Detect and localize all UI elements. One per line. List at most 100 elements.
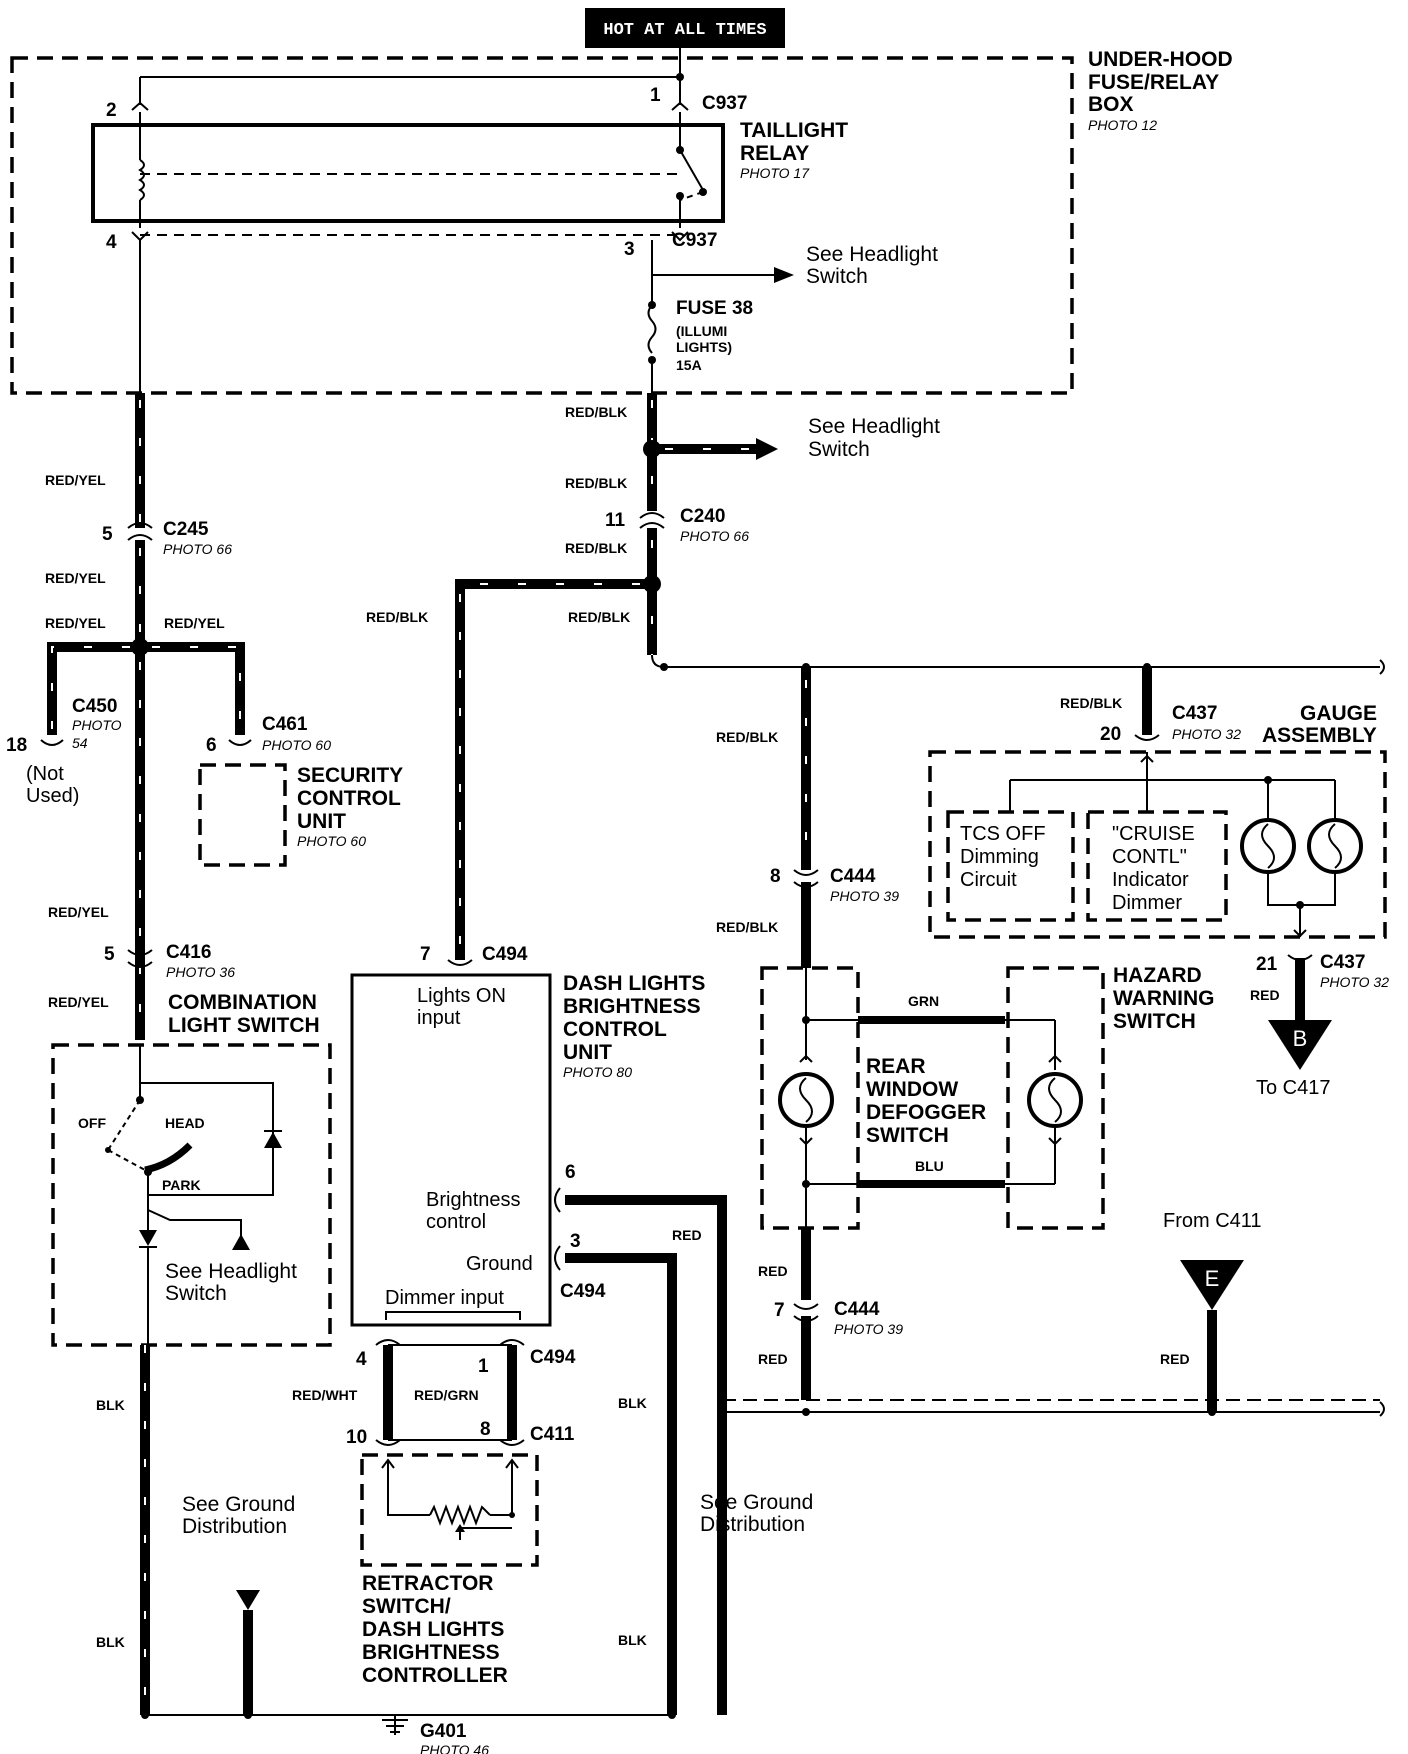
c411-label: C411	[530, 1424, 575, 1445]
wire-label-blk-4: BLK	[618, 1632, 647, 1648]
dash-lights-feed-stripe	[459, 583, 640, 960]
c416-photo: PHOTO 36	[166, 964, 235, 980]
ground-bus-dot-1	[141, 1711, 149, 1719]
c494-bottom-label: C494	[530, 1347, 576, 1368]
c937-pin-2-symbol	[131, 101, 149, 111]
retractor-label-2: SWITCH/	[362, 1595, 451, 1618]
wire-label-red-1: RED	[672, 1227, 702, 1243]
underhood-title-2: FUSE/RELAY	[1088, 71, 1219, 94]
fuse-38-label: FUSE 38	[676, 298, 753, 319]
wire-label-blu: BLU	[915, 1158, 944, 1174]
c444-bottom-label: C444	[834, 1299, 880, 1320]
defogger-label-4: SWITCH	[866, 1124, 949, 1147]
wire-label-blk-3: BLK	[618, 1395, 647, 1411]
pin-1-label: 1	[650, 85, 661, 106]
red-bus-dot-left	[718, 1408, 726, 1416]
red-blk-bus-end-dot	[660, 663, 668, 671]
g401-label: G401	[420, 1721, 467, 1742]
wire-label-red-blk-7: RED/BLK	[716, 919, 778, 935]
retractor-wiper-arrow	[455, 1524, 465, 1532]
retractor-arrow-left	[381, 1458, 395, 1469]
c444-top-label: C444	[830, 866, 876, 887]
wire-label-blk-2: BLK	[96, 1634, 125, 1650]
wire-label-red-yel-6: RED/YEL	[48, 994, 109, 1010]
ground-dist-label-right-2: Distribution	[700, 1513, 805, 1536]
combo-switch-blade	[107, 1099, 141, 1151]
retractor-circuit-left	[387, 1460, 430, 1516]
dash-lights-label-2: BRIGHTNESS	[563, 995, 701, 1018]
see-hl-label-2: Switch	[808, 438, 870, 461]
taillight-relay-label-1: TAILLIGHT	[740, 119, 848, 142]
c450-branch-stripe	[51, 646, 130, 735]
combo-see-headlight-1: See Headlight	[165, 1260, 297, 1283]
ground-label: Ground	[466, 1253, 533, 1275]
c437-pin-21-label: 21	[1256, 954, 1278, 975]
c245-photo: PHOTO 66	[163, 541, 232, 557]
ground-dist-label-left-1: See Ground	[182, 1493, 295, 1516]
gauge-bulb-return-wire	[1267, 872, 1336, 906]
fuse-38-symbol	[647, 304, 657, 354]
c450-pin-label: 18	[6, 735, 27, 756]
fuse-38-desc-1: (ILLUMI	[676, 323, 727, 339]
offpage-connector-b	[1268, 1020, 1332, 1070]
c461-pin-label: 6	[206, 735, 217, 756]
wire-label-red-5: RED	[1250, 987, 1280, 1003]
brightness-control-label-2: control	[426, 1211, 486, 1233]
wire-label-red-yel-3: RED/YEL	[45, 615, 106, 631]
gauge-assembly-box	[928, 750, 1387, 939]
to-c417-label: To C417	[1256, 1077, 1331, 1099]
c437-bottom-label: C437	[1320, 952, 1365, 973]
c494-top-label: C494	[482, 944, 528, 965]
retractor-junction	[509, 1512, 515, 1518]
security-label-1: SECURITY	[297, 764, 403, 787]
c245-connector-symbol	[127, 522, 153, 541]
wire-label-red-3: RED	[758, 1351, 788, 1367]
wire-label-red-yel-5: RED/YEL	[48, 904, 109, 920]
c444-bottom-photo: PHOTO 39	[834, 1321, 903, 1337]
ground-bus-dot-2	[244, 1711, 252, 1719]
c450-photo-2: 54	[72, 735, 88, 751]
c444-top-photo: PHOTO 39	[830, 888, 899, 904]
dash-lights-feed-wire	[455, 579, 652, 960]
gauge-internal-feed-arrow	[1140, 754, 1154, 763]
c461-connector-symbol	[228, 739, 252, 746]
underhood-title-1: UNDER-HOOD	[1088, 48, 1233, 71]
fuse-38-desc-3: 15A	[676, 357, 702, 373]
hot-at-all-times-label: HOT AT ALL TIMES	[603, 21, 766, 40]
wire-label-red-yel-1: RED/YEL	[45, 472, 106, 488]
wire-label-red-blk-5: RED/BLK	[568, 609, 630, 625]
hot-at-all-times-tag	[585, 8, 785, 48]
retractor-label-3: DASH LIGHTS	[362, 1618, 504, 1641]
dash-ground-wire	[565, 1253, 677, 1715]
brightness-output-wire	[565, 1195, 727, 1715]
gauge-label-1: GAUGE	[1300, 702, 1377, 725]
red-bus-break	[1379, 1401, 1385, 1417]
dimmer-input-bracket	[385, 1311, 521, 1320]
combination-light-switch-box	[51, 1043, 332, 1347]
c437-pin-20-symbol	[1134, 734, 1160, 741]
combo-park-contact	[144, 1168, 152, 1176]
wire-label-red-wht: RED/WHT	[292, 1387, 358, 1403]
tcs-label-2: Dimming	[960, 846, 1039, 868]
gauge-bulb-2-filament	[1328, 823, 1342, 869]
c411-pin-10-symbol	[375, 1439, 401, 1446]
brightness-control-label-1: Brightness	[426, 1189, 521, 1211]
defogger-label-3: DEFOGGER	[866, 1101, 986, 1124]
retractor-label-4: BRIGHTNESS	[362, 1641, 500, 1664]
hazard-label-1: HAZARD	[1113, 964, 1202, 987]
c450-label: C450	[72, 696, 117, 717]
combo-wiper-arc	[144, 1142, 193, 1174]
c437-bottom-photo: PHOTO 32	[1320, 974, 1389, 990]
dash-lights-label-4: UNIT	[563, 1041, 612, 1064]
c411-pin-8-label: 8	[480, 1419, 491, 1440]
dash-lights-label-1: DASH LIGHTS	[563, 972, 705, 995]
offpage-e-label: E	[1205, 1266, 1220, 1291]
cruise-indicator-dimmer-box	[1086, 810, 1228, 922]
underhood-fuse-relay-box	[10, 56, 1074, 395]
red-bus-dot-c444	[802, 1408, 810, 1416]
hazard-label-2: WARNING	[1113, 987, 1215, 1010]
c937-pin-1-symbol	[671, 101, 689, 111]
wire-label-red-blk-8: RED/BLK	[1060, 695, 1122, 711]
taillight-relay-label-2: RELAY	[740, 142, 809, 165]
wire-label-red-grn: RED/GRN	[414, 1387, 479, 1403]
